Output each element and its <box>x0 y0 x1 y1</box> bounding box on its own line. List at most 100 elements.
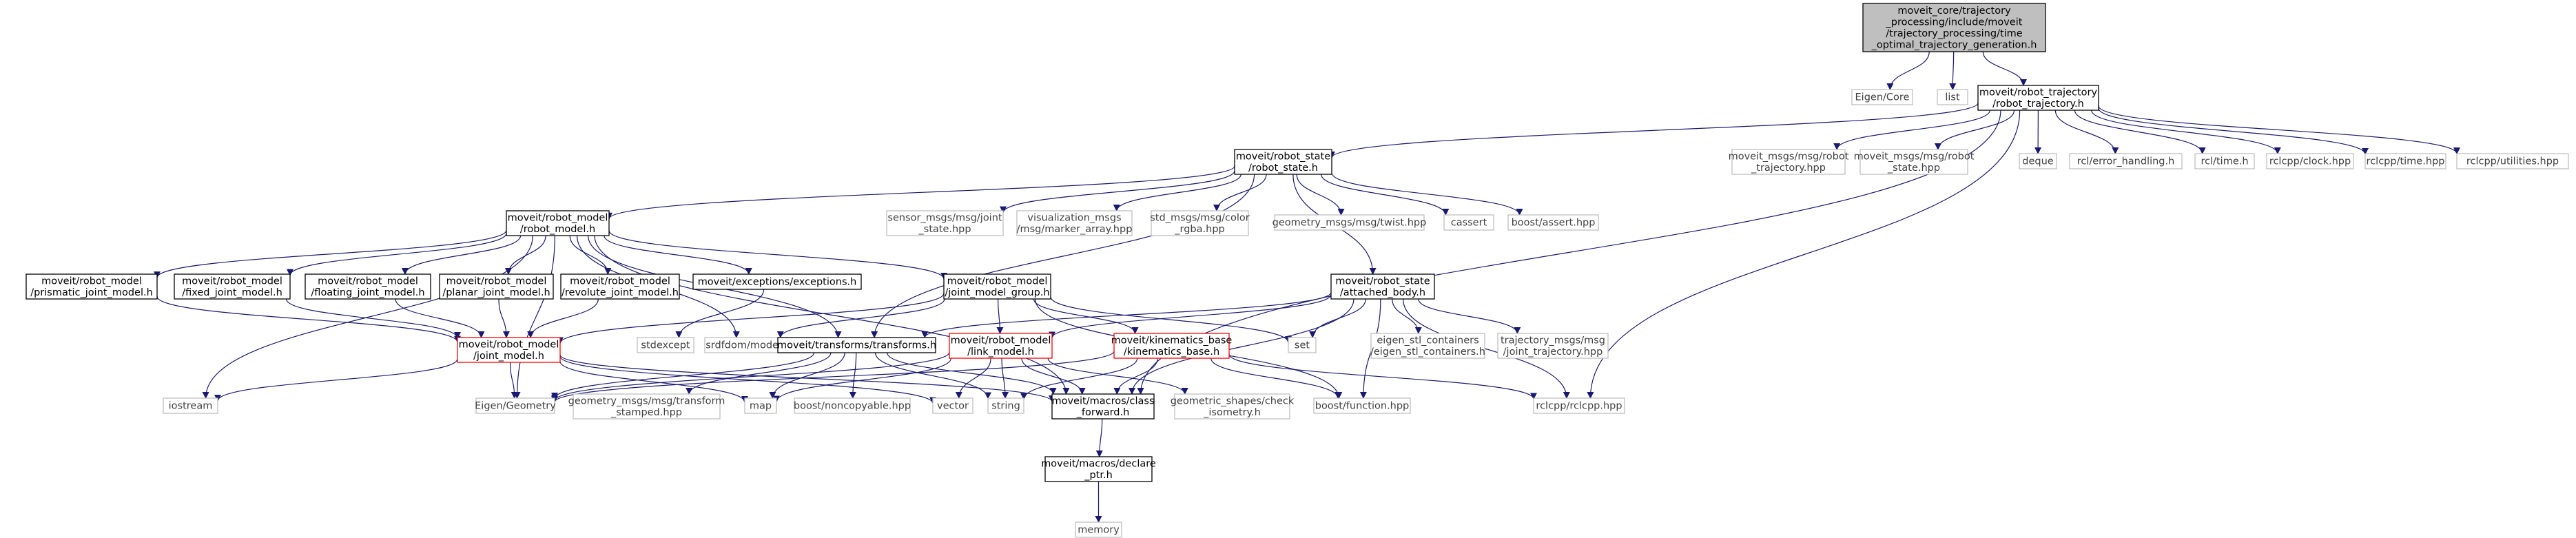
node-box <box>2069 153 2183 169</box>
node-label-line: /attached_body.h <box>1340 287 1425 298</box>
node-stdexcept[interactable]: stdexcept <box>637 337 694 353</box>
node-floating[interactable]: moveit/robot_model/floating_joint_model.… <box>305 273 431 300</box>
node-deque[interactable]: deque <box>2019 153 2057 169</box>
node-attached-body[interactable]: moveit/robot_state/attached_body.h <box>1330 273 1435 300</box>
node-label-line: moveit/macros/class <box>1051 395 1154 406</box>
node-boost-noncopyable[interactable]: boost/noncopyable.hpp <box>794 397 911 414</box>
node-rclcpp-clock[interactable]: rclcpp/clock.hpp <box>2266 153 2354 169</box>
edge-root-to-robot_trajectory <box>1982 51 2027 86</box>
node-joint-model-group[interactable]: moveit/robot_model/joint_model_group.h <box>943 273 1051 300</box>
node-robot-model[interactable]: moveit/robot_model/robot_model.h <box>506 210 610 236</box>
node-label-line: /joint_model.h <box>473 351 544 362</box>
edge-transforms-to-map <box>769 352 845 399</box>
node-msg-robot-traj[interactable]: moveit_msgs/msg/robot_trajectory.hpp <box>1729 149 1849 175</box>
node-transforms[interactable]: moveit/transforms/transforms.h <box>777 337 936 353</box>
node-label-line: moveit/robot_model <box>41 276 142 287</box>
edge-prismatic-to-joint_model <box>156 296 461 343</box>
node-label-line: /msg/marker_array.hpp <box>1017 224 1133 235</box>
edge-kinematics_base-to-string <box>1020 358 1138 400</box>
edge-transforms-to-string <box>874 352 991 400</box>
node-label-line: deque <box>2022 156 2054 167</box>
node-rclcpp[interactable]: rclcpp/rclcpp.hpp <box>1533 397 1625 414</box>
node-iostream[interactable]: iostream <box>163 397 218 414</box>
edge-robot_state-to-geom_twist <box>1296 174 1345 216</box>
edge-attached_body-to-traj_msgs <box>1418 298 1521 334</box>
node-box <box>439 273 554 300</box>
node-boost-assert[interactable]: boost/assert.hpp <box>1507 214 1599 231</box>
edge-robot_model-to-class_forward <box>594 235 1070 395</box>
node-label-line: rclcpp/clock.hpp <box>2269 156 2351 167</box>
node-root[interactable]: moveit_core/trajectory_processing/includ… <box>1862 3 2046 52</box>
node-list[interactable]: list <box>1937 89 1968 105</box>
node-fixed[interactable]: moveit/robot_model/fixed_joint_model.h <box>174 273 291 300</box>
node-boost-function[interactable]: boost/function.hpp <box>1313 397 1411 414</box>
node-vector[interactable]: vector <box>932 397 973 414</box>
node-vis-msgs[interactable]: visualization_msgs/msg/marker_array.hpp <box>1016 210 1133 236</box>
node-label-line: /joint_trajectory.hpp <box>1503 346 1603 358</box>
node-exceptions[interactable]: moveit/exceptions/exceptions.h <box>692 273 862 290</box>
node-rclcpp-util[interactable]: rclcpp/utilities.hpp <box>2456 153 2569 169</box>
edge-robot_trajectory-to-msg_robot_traj <box>1833 110 1990 150</box>
node-link-model[interactable]: moveit/robot_model/link_model.h <box>949 333 1053 359</box>
edge-kinematics_base-to-eigen_geometry <box>551 351 1115 403</box>
node-box <box>1051 393 1155 420</box>
node-joint-model[interactable]: moveit/robot_model/joint_model.h <box>457 337 561 363</box>
node-label-line: trajectory_msgs/msg <box>1501 335 1605 346</box>
node-traj-msgs[interactable]: trajectory_msgs/msg/joint_trajectory.hpp <box>1497 333 1609 359</box>
node-label-line: cassert <box>1451 218 1487 229</box>
node-rcl-error[interactable]: rcl/error_handling.h <box>2069 153 2183 169</box>
edge-root-to-eigen_core <box>1886 51 1930 90</box>
node-box <box>1113 333 1230 359</box>
node-label-line: Eigen/Geometry <box>475 401 556 412</box>
node-cassert[interactable]: cassert <box>1443 214 1494 231</box>
node-eigen-geometry[interactable]: Eigen/Geometry <box>475 397 556 414</box>
edge-robot_trajectory-to-rcl_error <box>2054 110 2119 154</box>
node-eigen-core[interactable]: Eigen/Core <box>1851 89 1913 105</box>
node-declare-ptr[interactable]: moveit/macros/declare_ptr.h <box>1041 456 1156 482</box>
edge-floating-to-joint_model <box>395 298 485 338</box>
node-prismatic[interactable]: moveit/robot_model/prismatic_joint_model… <box>25 273 158 300</box>
node-srdfdom[interactable]: srdfdom/model.h <box>704 337 792 353</box>
edge-joint_model-to-vector <box>559 356 936 404</box>
node-geom-transform[interactable]: geometry_msgs/msg/transform_stamped.hpp <box>568 393 725 420</box>
node-rcl-time[interactable]: rcl/time.h <box>2194 153 2255 169</box>
node-robot-trajectory[interactable]: moveit/robot_trajectory/robot_trajectory… <box>1977 85 2099 111</box>
node-std-msgs[interactable]: std_msgs/msg/color_rgba.hpp <box>1150 210 1250 236</box>
node-label-line: rclcpp/utilities.hpp <box>2466 156 2559 167</box>
node-box <box>943 273 1051 300</box>
edge-attached_body-to-eigen_stl <box>1392 298 1422 334</box>
node-label-line: geometry_msgs/msg/twist.hpp <box>1272 218 1427 229</box>
node-label-line: /kinematics_base.h <box>1124 346 1219 358</box>
node-msg-robot-state[interactable]: moveit_msgs/msg/robot_state.hpp <box>1854 149 1975 175</box>
node-map[interactable]: map <box>744 397 777 414</box>
node-label-line: boost/function.hpp <box>1315 401 1410 412</box>
node-robot-state[interactable]: moveit/robot_state/robot_state.h <box>1234 149 1332 175</box>
node-rclcpp-time[interactable]: rclcpp/time.hpp <box>2364 153 2446 169</box>
edge-joint_model_group-to-set <box>1050 296 1292 344</box>
node-box <box>949 333 1053 359</box>
node-sensor-msgs[interactable]: sensor_msgs/msg/joint_state.hpp <box>886 210 1004 236</box>
node-label-line: moveit/robot_trajectory <box>1979 87 2098 98</box>
node-class-forward[interactable]: moveit/macros/class_forward.h <box>1051 393 1155 420</box>
node-box <box>573 393 721 420</box>
node-memory[interactable]: memory <box>1075 521 1122 538</box>
node-label-line: moveit_msgs/msg/robot <box>1854 151 1975 162</box>
node-box <box>1370 333 1485 359</box>
node-label-line: _forward.h <box>1076 407 1130 418</box>
node-label-line: _stamped.hpp <box>610 407 682 418</box>
node-set[interactable]: set <box>1288 337 1317 353</box>
node-box <box>1044 456 1153 482</box>
node-box <box>2456 153 2569 169</box>
node-eigen-stl[interactable]: eigen_stl_containers/eigen_stl_container… <box>1370 333 1485 359</box>
node-kinematics-base[interactable]: moveit/kinematics_base/kinematics_base.h <box>1111 333 1233 359</box>
node-geom-twist[interactable]: geometry_msgs/msg/twist.hpp <box>1272 214 1427 231</box>
node-label-line: _rgba.hpp <box>1174 224 1224 235</box>
node-geometric-shapes[interactable]: geometric_shapes/check_isometry.h <box>1171 393 1295 420</box>
node-string[interactable]: string <box>987 397 1024 414</box>
node-revolute[interactable]: moveit/robot_model/revolute_joint_model.… <box>560 273 680 300</box>
node-box <box>1497 333 1609 359</box>
node-planar[interactable]: moveit/robot_model/planar_joint_model.h <box>439 273 554 300</box>
edge-robot_state-to-cassert <box>1321 174 1450 216</box>
node-label-line: rcl/time.h <box>2201 156 2248 167</box>
node-label-line: visualization_msgs <box>1027 212 1121 223</box>
